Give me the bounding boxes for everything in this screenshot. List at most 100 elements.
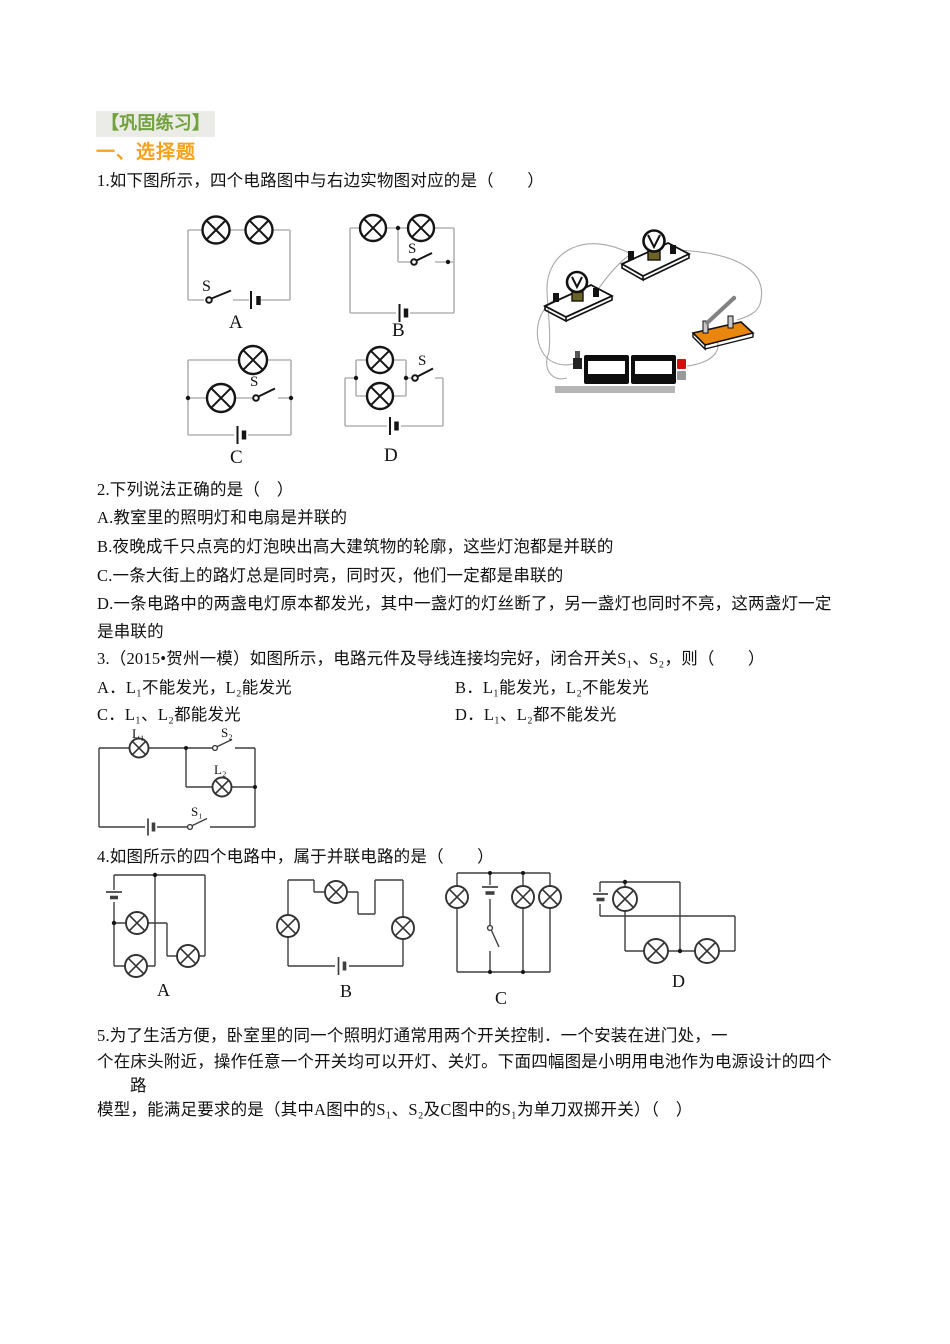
junction-dot <box>395 225 401 231</box>
question-5-line-4: 模型，能满足要求的是（其中A图中的S₁、S₂及C图中的S₁为单刀双掷开关）（ ） <box>97 1100 693 1119</box>
lamp-icon <box>694 938 720 964</box>
question-5-line-3: 路 <box>130 1076 147 1095</box>
battery-icon <box>482 886 498 895</box>
battery-icon <box>250 291 261 309</box>
switch-s2-label: S₂ <box>221 727 233 740</box>
lamp-l2-label: L₂ <box>214 762 226 777</box>
junction-dot <box>288 395 294 401</box>
q1-circuit-diagram-b: S B <box>349 213 455 341</box>
switch-label: S <box>418 353 426 369</box>
lamp-icon <box>365 345 395 375</box>
junction-dot <box>253 785 257 789</box>
switch-post <box>727 315 734 329</box>
lamp-icon <box>124 954 148 978</box>
question-3-option-c: C．L₁、L₂都能发光 <box>97 705 241 724</box>
circuit-c-label: C <box>495 988 507 1008</box>
circuit-wires <box>349 227 455 314</box>
junction-dot <box>488 970 492 974</box>
q3-circuit-diagram: L₁ S₂ L₂ S₁ <box>98 727 257 836</box>
switch-label: S <box>408 241 416 257</box>
switch-board <box>691 321 755 346</box>
question-2-option-d: D.一条电路中的两盏电灯原本都发光，其中一盏灯的灯丝断了，另一盏灯也同时不亮，这… <box>97 594 832 613</box>
lamp-icon <box>511 885 535 909</box>
circuit-a-label: A <box>157 980 170 1000</box>
question-2-option-c: C.一条大街上的路灯总是同时亮，同时灭，他们一定都是串联的 <box>97 566 564 585</box>
lamp-icon <box>205 382 237 414</box>
question-5-line-1: 5.为了生活方便，卧室里的同一个照明灯通常用两个开关控制．一个安装在进门处，一 <box>97 1026 728 1045</box>
switch-icon <box>252 387 276 402</box>
lamp-icon <box>276 914 300 938</box>
q1-real-circuit-photo <box>536 229 762 393</box>
knife-switch <box>691 295 755 351</box>
lamp-on-base <box>542 270 615 323</box>
lamp-l1-label: L₁ <box>132 727 144 741</box>
q4-circuit-diagram-b: B <box>276 879 415 1001</box>
switch-icon <box>211 738 233 752</box>
gray-terminal <box>677 371 686 380</box>
junction-dot <box>521 871 525 875</box>
battery-icon <box>389 417 399 435</box>
binding-post <box>670 245 676 254</box>
junction-dot <box>622 879 628 885</box>
q4-circuit-diagram-d: D <box>593 879 736 991</box>
switch-lever <box>704 296 736 326</box>
battery-icon <box>106 891 122 900</box>
circuit-wires <box>187 359 292 436</box>
question-2-option-b: B.夜晚成千只点亮的灯泡映出高大建筑物的轮廓，这些灯泡都是并联的 <box>97 537 614 556</box>
junction-dot <box>488 871 492 875</box>
circuit-wires <box>456 872 551 973</box>
lamp-icon <box>244 215 274 245</box>
question-2-option-d-wrap: 是串联的 <box>97 622 164 641</box>
switch-label: S <box>250 374 258 390</box>
lamp-icon <box>201 215 231 245</box>
lamp-icon <box>643 938 669 964</box>
lamp-icon <box>176 944 200 968</box>
battery-icon <box>398 304 409 322</box>
q1-circuit-diagram-c: S C <box>185 344 294 468</box>
junction-dot <box>111 920 117 926</box>
question-3-option-a: A．L₁不能发光，L₂能发光 <box>97 678 292 697</box>
lamp-icon <box>358 213 388 243</box>
switch-label: S <box>202 278 211 295</box>
lamp-icon <box>391 916 415 940</box>
lamp-icon <box>125 911 149 935</box>
switch-icon <box>410 252 433 266</box>
circuit-a-label: A <box>229 312 243 333</box>
battery-icon <box>593 893 608 902</box>
lamp-icon <box>406 213 436 243</box>
red-terminal <box>677 359 686 369</box>
question-3-text: 3.（2015•贺州一模）如图所示，电路元件及导线连接均完好，闭合开关S₁、S₂… <box>97 649 765 668</box>
circuit-d-label: D <box>672 971 685 991</box>
question-5-line-2: 个在床头附近，操作任意一个开关均可以开灯、关灯。下面四幅图是小明用电池作为电源设… <box>97 1052 832 1071</box>
exercise-header-badge: 【巩固练习】 <box>96 111 216 137</box>
lamp-icon <box>538 885 562 909</box>
battery-icon <box>147 818 156 836</box>
circuit-b-label: B <box>340 981 352 1001</box>
binding-post <box>553 293 559 302</box>
connecting-wires <box>536 243 762 380</box>
question-4-text: 4.如图所示的四个电路中，属于并联电路的是（ ） <box>97 847 494 866</box>
switch-post <box>702 320 709 334</box>
lamp-on-base <box>620 229 692 282</box>
junction-dot <box>521 970 525 974</box>
q4-circuit-diagram-c: C <box>445 871 562 1008</box>
lamp-icon <box>211 776 233 798</box>
switch-s1-label: S₁ <box>191 804 203 819</box>
junction-dot <box>445 259 451 265</box>
junction-dot <box>353 375 359 381</box>
battery-icon <box>236 426 247 444</box>
circuit-d-label: D <box>384 445 398 466</box>
battery-pack <box>555 351 686 393</box>
lamp-icon <box>324 880 348 904</box>
lamp-socket <box>571 291 584 302</box>
switch-icon <box>486 924 500 948</box>
switch-icon <box>205 289 232 304</box>
junction-dot <box>185 395 191 401</box>
lamp-icon <box>237 344 269 376</box>
battery-terminal <box>573 358 582 369</box>
binding-post <box>628 251 634 260</box>
question-2-option-a: A.教室里的照明灯和电扇是并联的 <box>97 508 348 527</box>
switch-icon <box>186 817 208 831</box>
section-title-choice-questions: 一、选择题 <box>96 142 197 163</box>
